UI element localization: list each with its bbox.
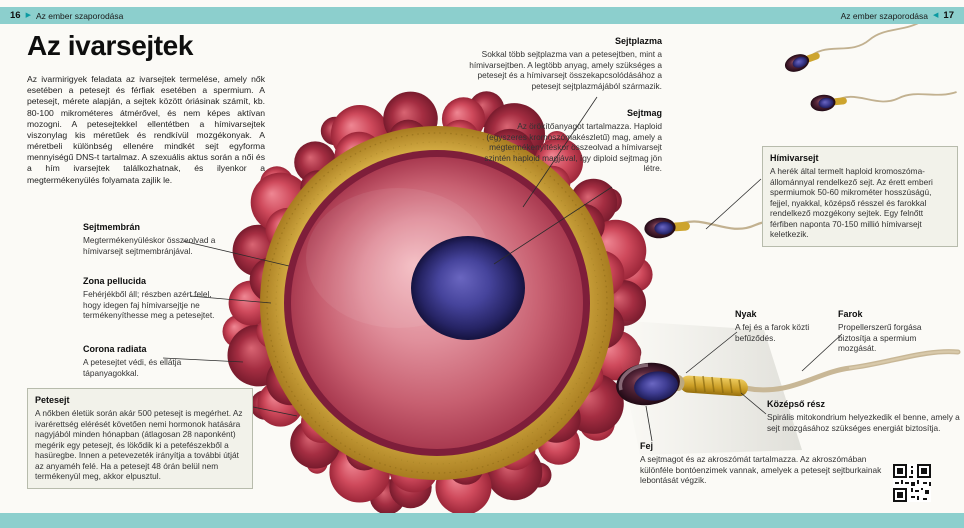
callout-title-corona-radiata: Corona radiata bbox=[83, 344, 147, 354]
callout-zona-pellucida: Zona pellucida Fehérjékből áll; részben … bbox=[83, 276, 228, 321]
sperm-cell-large bbox=[616, 349, 961, 406]
nucleus bbox=[411, 236, 525, 340]
callout-body-zona-pellucida: Fehérjékből áll; részben azért felel, ho… bbox=[83, 289, 215, 321]
callout-title-himivarsejt: Hímivarsejt bbox=[770, 153, 819, 163]
callout-sejtmembran: Sejtmembrán Megtermékenyüléskor összeolv… bbox=[83, 222, 233, 256]
page-number-left: 16 bbox=[10, 10, 21, 21]
callout-farok: Farok Propellerszerű forgása biztosítja … bbox=[838, 309, 956, 354]
callout-kozepso-resz: Középső rész Spirális mitokondrium helye… bbox=[767, 399, 960, 433]
callout-title-kozepso-resz: Középső rész bbox=[767, 399, 826, 409]
header-left: 16 ▶ Az ember szaporodása bbox=[10, 10, 123, 21]
callout-sejtmag: Sejtmag Az örökítőanyagot tartalmazza. H… bbox=[478, 108, 662, 174]
callout-body-farok: Propellerszerű forgása biztosítja a sper… bbox=[838, 322, 922, 354]
acrosome-highlight bbox=[618, 363, 649, 391]
callout-title-nyak: Nyak bbox=[735, 309, 757, 319]
callout-title-zona-pellucida: Zona pellucida bbox=[83, 276, 147, 286]
footer-bar bbox=[0, 513, 964, 528]
callout-body-nyak: A fej és a farok közti befűződés. bbox=[735, 322, 810, 343]
leader-lines bbox=[162, 96, 843, 442]
qr-code bbox=[893, 464, 931, 502]
sperm-head-nucleus bbox=[634, 371, 678, 401]
callout-himivarsejt: Hímivarsejt A herék által termelt haploi… bbox=[762, 146, 958, 247]
callout-body-sejtmag: Az örökítőanyagot tartalmazza. Haploid (… bbox=[484, 121, 662, 174]
mitochondria-stripes bbox=[693, 375, 742, 394]
callout-title-sejtmag: Sejtmag bbox=[626, 108, 662, 118]
chapter-title-left: Az ember szaporodása bbox=[35, 10, 124, 21]
page-header: 16 ▶ Az ember szaporodása Az ember szapo… bbox=[0, 7, 964, 24]
callout-body-fej: A sejtmagot és az akroszómát tartalmazza… bbox=[640, 454, 882, 486]
intro-paragraph: Az ivarmirigyek feladata az ivarsejtek t… bbox=[27, 74, 265, 185]
callout-petesejt: Petesejt A nőkben életük során akár 500 … bbox=[27, 388, 253, 489]
triangle-left-icon: ◀ bbox=[933, 12, 939, 19]
page-number-right: 17 bbox=[943, 10, 954, 21]
callout-title-farok: Farok bbox=[838, 309, 863, 319]
callout-body-kozepso-resz: Spirális mitokondrium helyezkedik el ben… bbox=[767, 412, 960, 433]
callout-body-petesejt: A nőkben életük során akár 500 petesejt … bbox=[35, 408, 243, 482]
callout-title-sejtplazma: Sejtplazma bbox=[614, 36, 662, 46]
page-title: Az ivarsejtek bbox=[27, 30, 194, 61]
callout-body-sejtmembran: Megtermékenyüléskor összeolvad a hímivar… bbox=[83, 235, 216, 256]
header-right: Az ember szaporodása ◀ 17 bbox=[841, 10, 954, 21]
callout-body-sejtplazma: Sokkal több sejtplazma van a petesejtben… bbox=[469, 49, 662, 91]
callout-body-himivarsejt: A herék által termelt haploid kromoszóma… bbox=[770, 166, 933, 240]
callout-body-corona-radiata: A petesejtet védi, és ellátja tápanyagok… bbox=[83, 357, 182, 378]
chapter-title-right: Az ember szaporodása bbox=[840, 10, 929, 21]
callout-corona-radiata: Corona radiata A petesejtet védi, és ell… bbox=[83, 344, 223, 378]
callout-title-fej: Fej bbox=[640, 441, 654, 451]
callout-title-sejtmembran: Sejtmembrán bbox=[83, 222, 141, 232]
callout-title-petesejt: Petesejt bbox=[35, 395, 70, 405]
callout-fej: Fej A sejtmagot és az akroszómát tartalm… bbox=[640, 441, 892, 486]
triangle-right-icon: ▶ bbox=[25, 12, 31, 19]
callout-sejtplazma: Sejtplazma Sokkal több sejtplazma van a … bbox=[452, 36, 662, 91]
callout-nyak: Nyak A fej és a farok közti befűződés. bbox=[735, 309, 827, 343]
sperm-cell-small-2 bbox=[808, 79, 959, 114]
